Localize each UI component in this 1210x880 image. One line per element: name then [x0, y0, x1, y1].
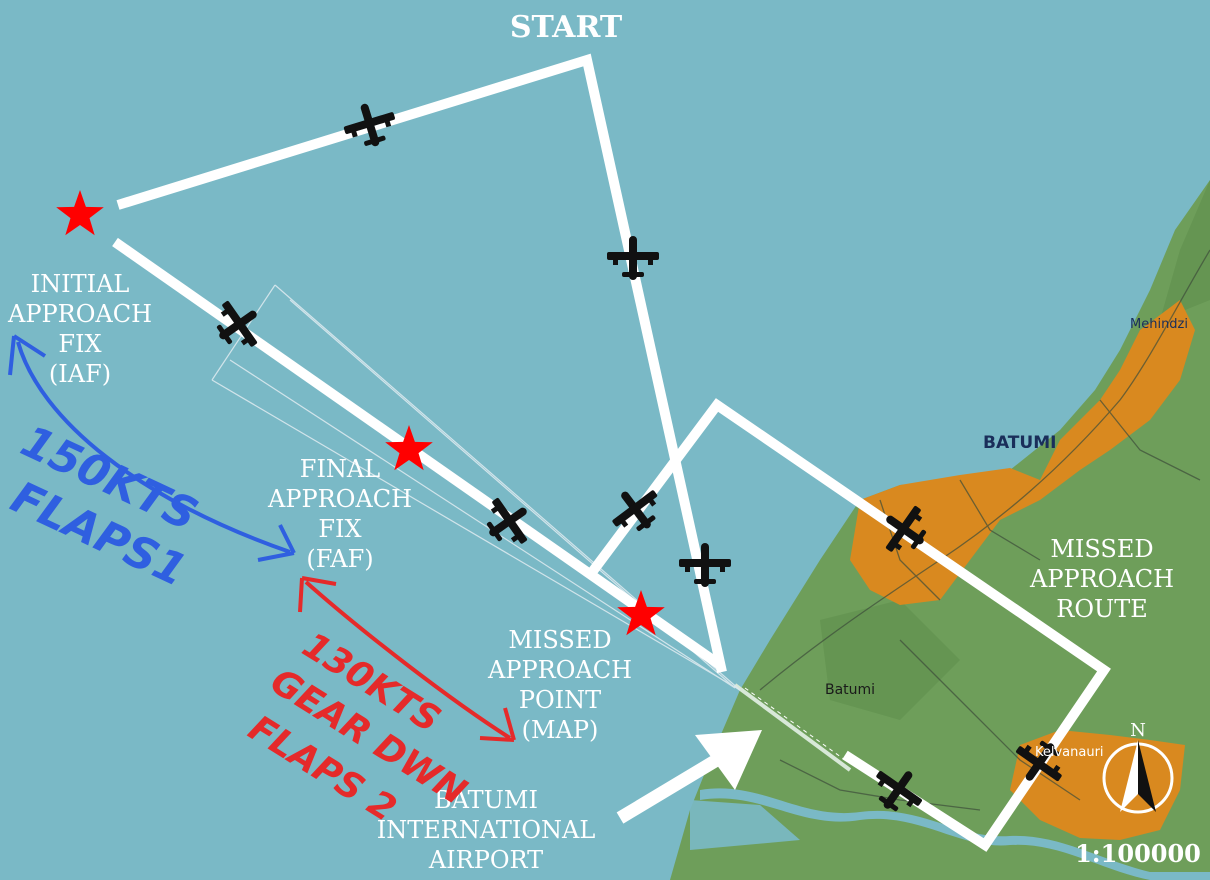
map-label-line: MISSED — [508, 626, 611, 654]
start-label: START — [510, 10, 623, 45]
river-mouth — [690, 800, 800, 850]
river — [700, 788, 1210, 880]
runway — [733, 683, 852, 772]
red-double-arrow — [304, 580, 512, 740]
map-label-line: POINT — [519, 686, 601, 714]
airport-label-line: AIRPORT — [428, 846, 543, 874]
faf-label-line: APPROACH — [267, 485, 412, 513]
airport-label-line: BATUMI — [434, 786, 538, 814]
north-label: N — [1130, 720, 1146, 741]
iaf-label: INITIAL APPROACH FIX (IAF) — [7, 270, 152, 388]
iaf-label-line: INITIAL — [31, 270, 130, 298]
city-label: BATUMI — [983, 433, 1056, 453]
map-label-line: (MAP) — [522, 716, 599, 744]
batumi-urban-area — [850, 300, 1195, 605]
faf-label: FINAL APPROACH FIX (FAF) — [267, 455, 412, 573]
map-label: MISSED APPROACH POINT (MAP) — [487, 626, 632, 744]
missed-route-label-line: APPROACH — [1029, 565, 1174, 593]
iaf-label-line: FIX — [58, 330, 101, 358]
town-label: Batumi — [825, 682, 875, 698]
road-network — [759, 249, 1210, 811]
missed-route-label-line: MISSED — [1050, 535, 1153, 563]
land-shading — [820, 180, 1210, 720]
airport-label-line: INTERNATIONAL — [377, 816, 596, 844]
faf-label-line: FIX — [318, 515, 361, 543]
airport-label: BATUMI INTERNATIONAL AIRPORT — [377, 786, 596, 874]
village-north-label: Mehindzi — [1130, 317, 1188, 332]
map-scale: 1:100000 — [1075, 839, 1201, 868]
village-south-label: Kelvanauri — [1035, 745, 1104, 760]
missed-route-label: MISSED APPROACH ROUTE — [1029, 535, 1174, 623]
iaf-label-line: APPROACH — [7, 300, 152, 328]
blue-double-arrow — [16, 341, 291, 554]
faf-label-line: FINAL — [300, 455, 380, 483]
map-label-line: APPROACH — [487, 656, 632, 684]
missed-route-label-line: ROUTE — [1056, 595, 1148, 623]
faf-label-line: (FAF) — [306, 545, 373, 573]
iaf-label-line: (IAF) — [49, 360, 111, 388]
airport-arrow-icon — [616, 730, 762, 824]
north-arrow-icon: N — [1102, 720, 1174, 814]
